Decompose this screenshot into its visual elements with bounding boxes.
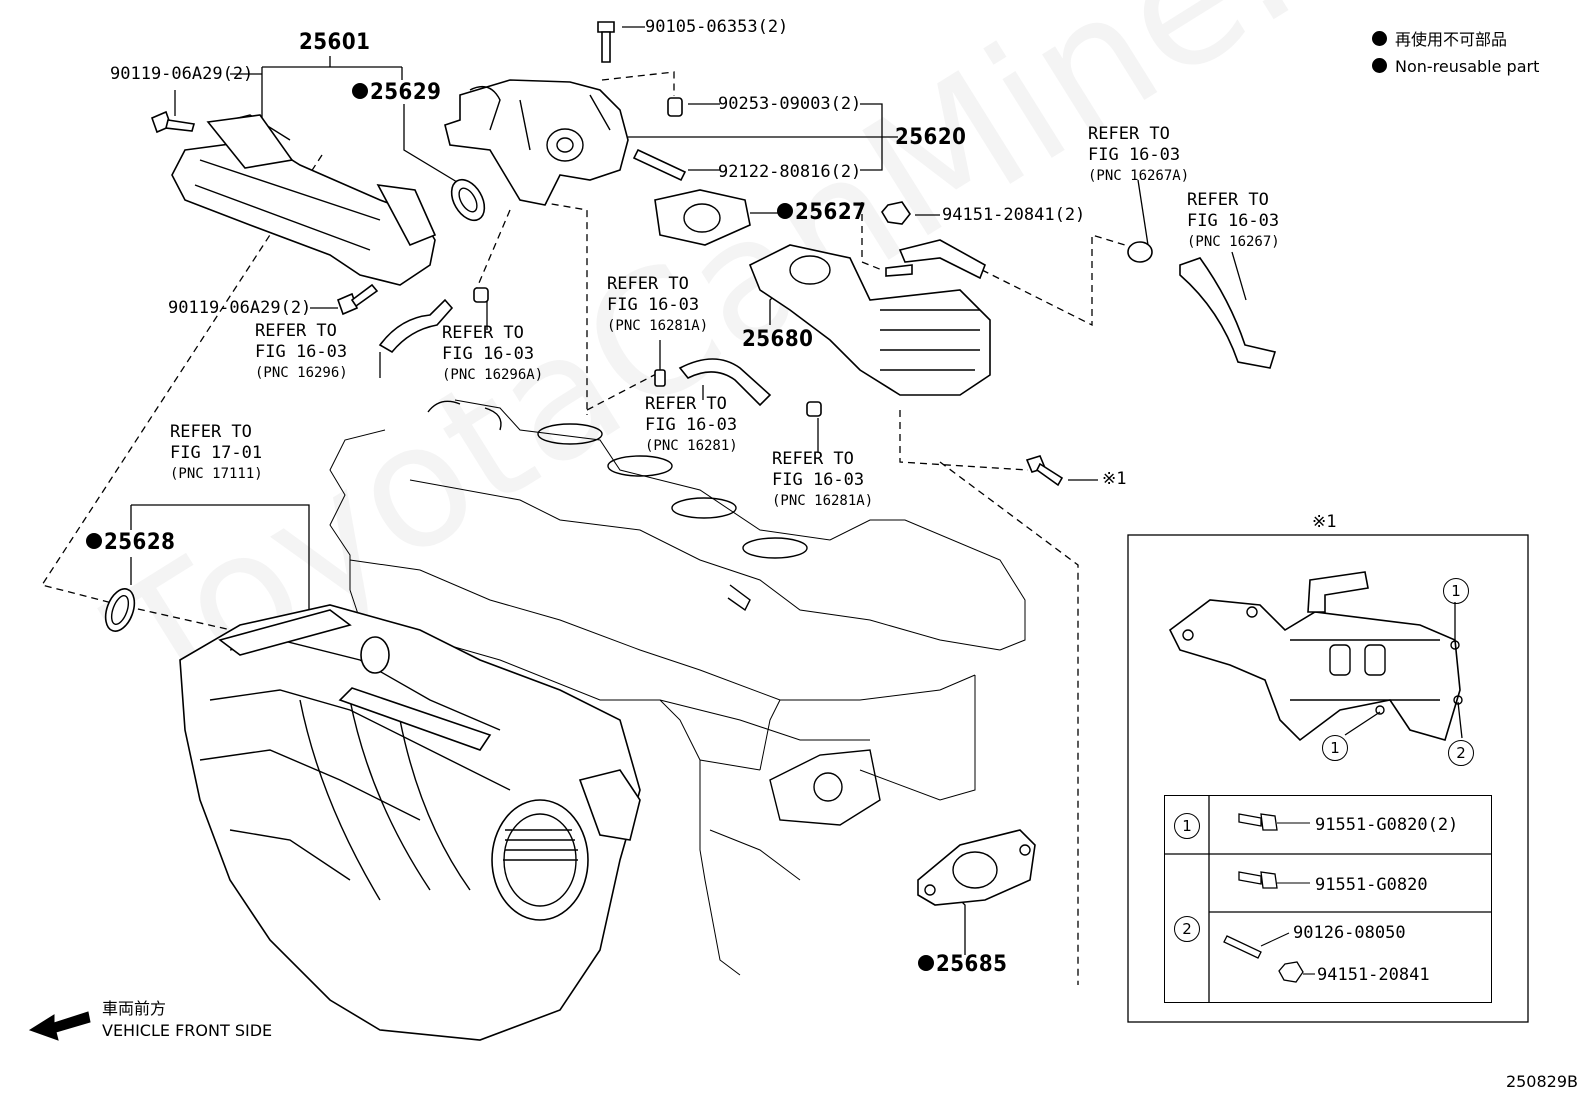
vehicle-front-label: 車両前方 VEHICLE FRONT SIDE <box>102 999 273 1040</box>
exhaust-flange <box>769 749 881 826</box>
stud-92122 <box>632 148 687 182</box>
clamp-16267a <box>1127 241 1153 263</box>
detail-marker-1a: 1 <box>1443 578 1469 604</box>
non-reusable-dot-icon <box>86 533 102 549</box>
bolt-90119-top <box>150 110 196 134</box>
table-part-90126-08050[interactable]: 90126-08050 <box>1293 923 1406 943</box>
hose-16281 <box>678 358 772 407</box>
table-part-94151-20841[interactable]: 94151-20841 <box>1317 965 1430 985</box>
callout-90119-06a29-bottom[interactable]: 90119-06A29(2) <box>168 298 312 318</box>
figure-number: 250829B <box>1505 1072 1578 1091</box>
leader-25601 <box>261 56 403 128</box>
intake-manifold <box>179 604 641 1041</box>
callout-25628[interactable]: 25628 <box>86 530 175 555</box>
callout-25620[interactable]: 25620 <box>895 125 967 150</box>
gasket-25628 <box>104 588 136 632</box>
bolt-90119-bottom <box>336 283 379 316</box>
leader-25628 <box>130 504 310 628</box>
pin-90253 <box>667 97 683 117</box>
legend: 再使用不可部品 Non-reusable part <box>1372 26 1539 80</box>
non-reusable-dot-icon <box>918 955 934 971</box>
table-part-91551-g0820[interactable]: 91551-G0820 <box>1315 875 1428 895</box>
gasket-25627 <box>654 189 751 246</box>
gasket-25629 <box>450 178 486 222</box>
callout-94151-20841[interactable]: 94151-20841(2) <box>942 205 1086 225</box>
callout-25680[interactable]: 25680 <box>742 327 814 352</box>
callout-note1[interactable]: ※1 <box>1102 469 1127 489</box>
callout-90119-06a29-top[interactable]: 90119-06A29(2) <box>110 64 254 84</box>
leader-25620 <box>628 103 898 171</box>
detail-marker-2: 2 <box>1448 740 1474 766</box>
front-arrow <box>28 1011 91 1041</box>
hose-16267 <box>1179 257 1277 369</box>
callout-90253-09003[interactable]: 90253-09003(2) <box>718 94 862 114</box>
non-reusable-dot-icon <box>1372 58 1387 73</box>
legend-item-en: Non-reusable part <box>1372 53 1539 80</box>
callout-25685[interactable]: 25685 <box>918 952 1007 977</box>
hose-16296 <box>378 298 454 354</box>
detail-cooler <box>1168 571 1463 742</box>
table-part-91551-g0820-2[interactable]: 91551-G0820(2) <box>1315 815 1459 835</box>
bolt-90105 <box>597 21 615 63</box>
non-reusable-dot-icon <box>352 83 368 99</box>
non-reusable-dot-icon <box>777 203 793 219</box>
callout-25627[interactable]: 25627 <box>777 200 866 225</box>
table-row-2-number: 2 <box>1174 916 1200 942</box>
clamp-16296a <box>473 287 489 303</box>
non-reusable-dot-icon <box>1372 31 1387 46</box>
engine-ports <box>427 400 808 612</box>
table-row-1-number: 1 <box>1174 813 1200 839</box>
gasket-25685 <box>917 829 1036 906</box>
egr-pipe-25601 <box>171 114 437 286</box>
engine-block-outline <box>329 399 1026 976</box>
egr-cooler-25680 <box>748 239 991 396</box>
clamp-16281a-bottom <box>806 401 822 417</box>
callout-25601[interactable]: 25601 <box>299 30 371 55</box>
clamp-16281a-top <box>654 369 666 387</box>
detail-parts-table: 1 2 91551-G0820(2) 91551-G0820 90126-080… <box>1164 795 1492 1003</box>
callout-90105-06353[interactable]: 90105-06353(2) <box>645 17 789 37</box>
table-grid <box>1165 796 1491 1002</box>
detail-title: ※1 <box>1312 512 1337 532</box>
callout-25629[interactable]: 25629 <box>352 80 441 105</box>
leader-25629 <box>403 104 463 186</box>
detail-box <box>1127 534 1529 1023</box>
legend-item-jp: 再使用不可部品 <box>1372 26 1539 53</box>
nut-94151 <box>881 201 911 225</box>
egr-valve <box>444 79 629 206</box>
callout-92122-80816[interactable]: 92122-80816(2) <box>718 162 862 182</box>
bolt-note1 <box>1025 455 1064 487</box>
detail-marker-1b: 1 <box>1322 735 1348 761</box>
